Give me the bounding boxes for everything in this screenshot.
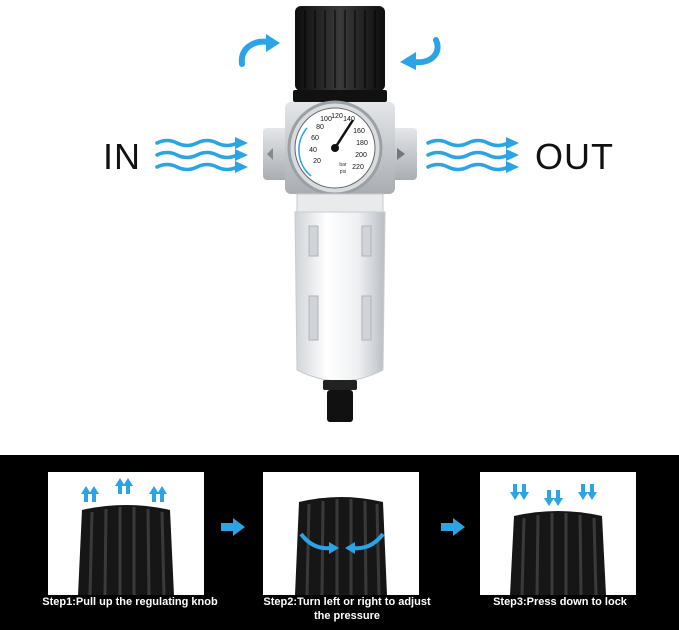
arrow-down-icon xyxy=(510,484,597,506)
rotate-right-arrow-icon xyxy=(400,37,441,70)
step-2-card xyxy=(263,472,419,595)
gauge-tick: 200 xyxy=(355,152,367,159)
step-2-caption-line2: the pressure xyxy=(313,610,381,622)
arrow-right-icon xyxy=(221,518,245,536)
out-label: OUT xyxy=(535,136,614,177)
product-image-area: IN OUT xyxy=(103,6,614,422)
knob-icon xyxy=(78,505,174,595)
step-1-caption: Step1:Pull up the regulating knob xyxy=(42,596,218,608)
gauge-unit-psi: psi xyxy=(340,169,346,175)
knob-icon xyxy=(295,497,387,595)
gauge-tick: 180 xyxy=(356,140,368,147)
instruction-strip: Step1:Pull up the regulating knob Step2:… xyxy=(0,455,679,630)
arrow-up-icon xyxy=(81,478,167,502)
step-2-caption: Step2:Turn left or right to adjust the p… xyxy=(252,595,442,623)
step-3-card xyxy=(480,472,636,595)
rotate-arrows-icon xyxy=(299,532,385,554)
gauge-tick: 80 xyxy=(316,124,324,131)
rotate-left-arrow-icon xyxy=(238,34,280,67)
gauge-tick: 100 xyxy=(320,116,332,123)
gauge-tick: 140 xyxy=(343,116,355,123)
flow-waves-icon xyxy=(426,137,519,173)
in-label: IN xyxy=(103,136,141,177)
step-1-card xyxy=(48,472,204,595)
knob-icon xyxy=(510,511,606,595)
flow-waves-icon xyxy=(155,137,248,173)
step-3-caption: Step3:Press down to lock xyxy=(493,596,627,608)
filter-regulator-illustration: 20 40 60 80 100 120 140 160 180 200 220 … xyxy=(263,6,417,422)
gauge-tick: 120 xyxy=(331,113,343,120)
gauge-unit-bar: bar xyxy=(339,162,347,168)
gauge-tick: 160 xyxy=(353,128,365,135)
step-2-caption-line1: Step2:Turn left or right to adjust xyxy=(263,596,431,608)
gauge-tick: 60 xyxy=(311,135,319,142)
gauge-tick: 220 xyxy=(352,164,364,171)
gauge-tick: 40 xyxy=(309,147,317,154)
arrow-right-icon xyxy=(441,518,465,536)
gauge-tick: 20 xyxy=(313,158,321,165)
